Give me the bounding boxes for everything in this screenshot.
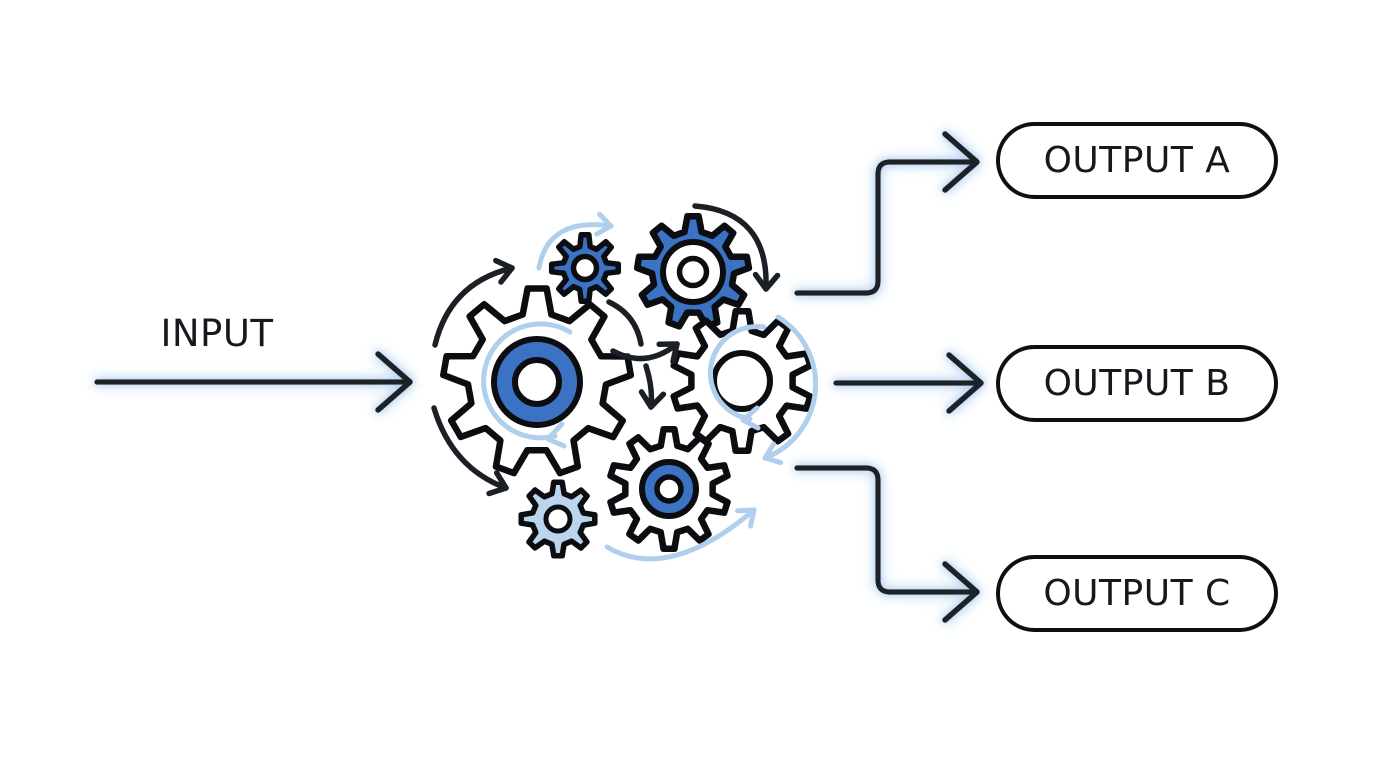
output-c-node: OUTPUT C xyxy=(996,555,1278,632)
rotation-arrows-black xyxy=(431,203,781,497)
gear-white-right xyxy=(670,308,814,454)
gear-large-blue xyxy=(633,213,753,330)
rotation-arrow-left-inner xyxy=(481,321,573,441)
gear-bottom-middle xyxy=(607,425,731,553)
output-b-node: OUTPUT B xyxy=(996,345,1278,422)
rotation-arrow-left-inner-head xyxy=(545,421,567,449)
rotation-arrow-left-bottom xyxy=(431,405,509,497)
output-a-node: OUTPUT A xyxy=(996,122,1278,199)
rotation-arrow-left-top xyxy=(432,257,515,348)
gear-small-blue xyxy=(548,231,622,305)
rotation-arrow-top-small xyxy=(536,211,614,271)
output-c-label: OUTPUT C xyxy=(1043,573,1231,614)
mid-curve-line xyxy=(606,299,644,347)
rotation-arrows-light-blue xyxy=(481,211,819,562)
gears-process-icon xyxy=(440,213,814,559)
input-label: INPUT xyxy=(160,312,274,355)
gear-large-white xyxy=(440,285,635,477)
rotation-arrow-top-right xyxy=(692,203,781,292)
rotation-arrow-outer-right xyxy=(762,314,819,466)
connector-arrows xyxy=(94,131,984,623)
gear-small-light-blue xyxy=(518,479,598,559)
rotation-arrow-bottom xyxy=(604,507,757,562)
output-b-label: OUTPUT B xyxy=(1043,363,1231,404)
arrow-to-output-a xyxy=(794,131,980,296)
arrow-to-output-c xyxy=(794,465,980,623)
output-a-label: OUTPUT A xyxy=(1043,140,1231,181)
mid-swoosh-arrow xyxy=(610,341,680,365)
rotation-arrow-right-inner-head xyxy=(740,405,761,431)
rotation-arrow-right-inner xyxy=(707,323,767,422)
mid-down-arrow xyxy=(638,363,667,410)
